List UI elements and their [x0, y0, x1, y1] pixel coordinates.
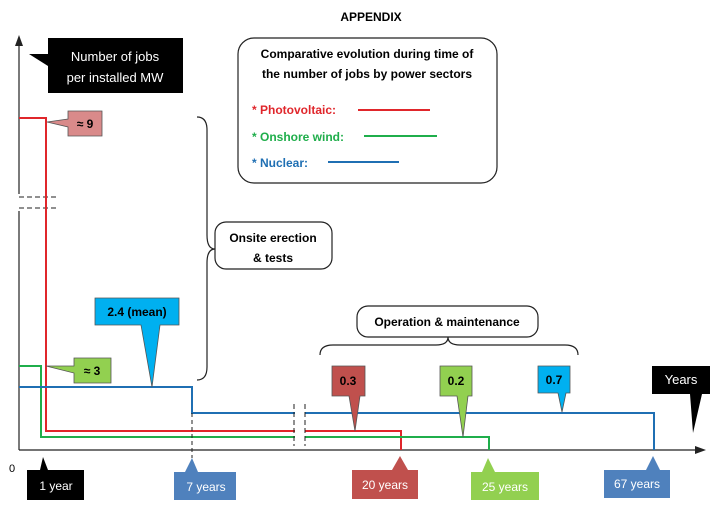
- onsite-label-line1: Onsite erection: [229, 231, 316, 245]
- legend-label-onshore-wind: * Onshore wind:: [252, 130, 344, 144]
- seven-years-label: 7 years: [186, 480, 225, 494]
- twenty-years-label: 20 years: [362, 478, 408, 492]
- operation-label-text: Operation & maintenance: [374, 315, 520, 329]
- seven-years-marker: 7 years: [174, 458, 236, 500]
- y-axis-callout: Number of jobs per installed MW: [29, 38, 183, 93]
- legend-title-line2: the number of jobs by power sectors: [262, 67, 472, 81]
- onsite-erection-label: Onsite erection & tests: [214, 221, 333, 270]
- onsite-erection-brace: [196, 116, 216, 381]
- origin-label: 0: [9, 463, 15, 475]
- pv-construction-value: ≈ 9: [77, 117, 94, 131]
- legend-box: Comparative evolution during time of the…: [237, 37, 498, 184]
- one-year-label: 1 year: [39, 479, 72, 493]
- legend-title-line1: Comparative evolution during time of: [261, 47, 475, 61]
- sixty-seven-years-label: 67 years: [614, 477, 660, 491]
- pv-construction-callout: ≈ 9: [46, 110, 103, 137]
- nuclear-construction-callout: 2.4 (mean): [94, 297, 180, 388]
- legend-label-photovoltaic: * Photovoltaic:: [252, 103, 336, 117]
- y-axis-callout-line1: Number of jobs: [71, 49, 160, 64]
- twenty-years-marker: 20 years: [352, 456, 418, 499]
- twenty-five-years-marker: 25 years: [471, 458, 539, 500]
- nuclear-operation-value: 0.7: [546, 373, 563, 387]
- axes: 0: [9, 35, 706, 475]
- series-lines: [19, 117, 655, 458]
- x-axis-break-gap: [295, 405, 305, 447]
- wind-construction-value: ≈ 3: [84, 364, 101, 378]
- wind-construction-callout: ≈ 3: [45, 357, 112, 384]
- onsite-label-line2: & tests: [253, 251, 293, 265]
- x-axis-arrow-icon: [695, 446, 706, 454]
- operation-maintenance-label: Operation & maintenance: [356, 305, 539, 338]
- nuclear-operation-callout: 0.7: [537, 365, 571, 413]
- y-axis-callout-line2: per installed MW: [67, 70, 165, 85]
- y-axis-arrow-icon: [15, 35, 23, 46]
- sixty-seven-years-marker: 67 years: [604, 456, 670, 498]
- years-callout-text: Years: [665, 372, 698, 387]
- nuclear-construction-value: 2.4 (mean): [107, 305, 166, 319]
- onshore-wind-series-line: [19, 365, 490, 450]
- legend-label-nuclear: * Nuclear:: [252, 156, 308, 170]
- years-axis-callout: Years: [652, 366, 710, 433]
- one-year-marker: 1 year: [27, 457, 84, 500]
- wind-operation-callout: 0.2: [439, 365, 473, 438]
- pv-operation-value: 0.3: [340, 374, 357, 388]
- pv-operation-callout: 0.3: [331, 365, 366, 432]
- page-title: APPENDIX: [340, 10, 401, 24]
- twenty-five-years-label: 25 years: [482, 480, 528, 494]
- operation-brace: [319, 336, 579, 356]
- wind-operation-value: 0.2: [448, 374, 465, 388]
